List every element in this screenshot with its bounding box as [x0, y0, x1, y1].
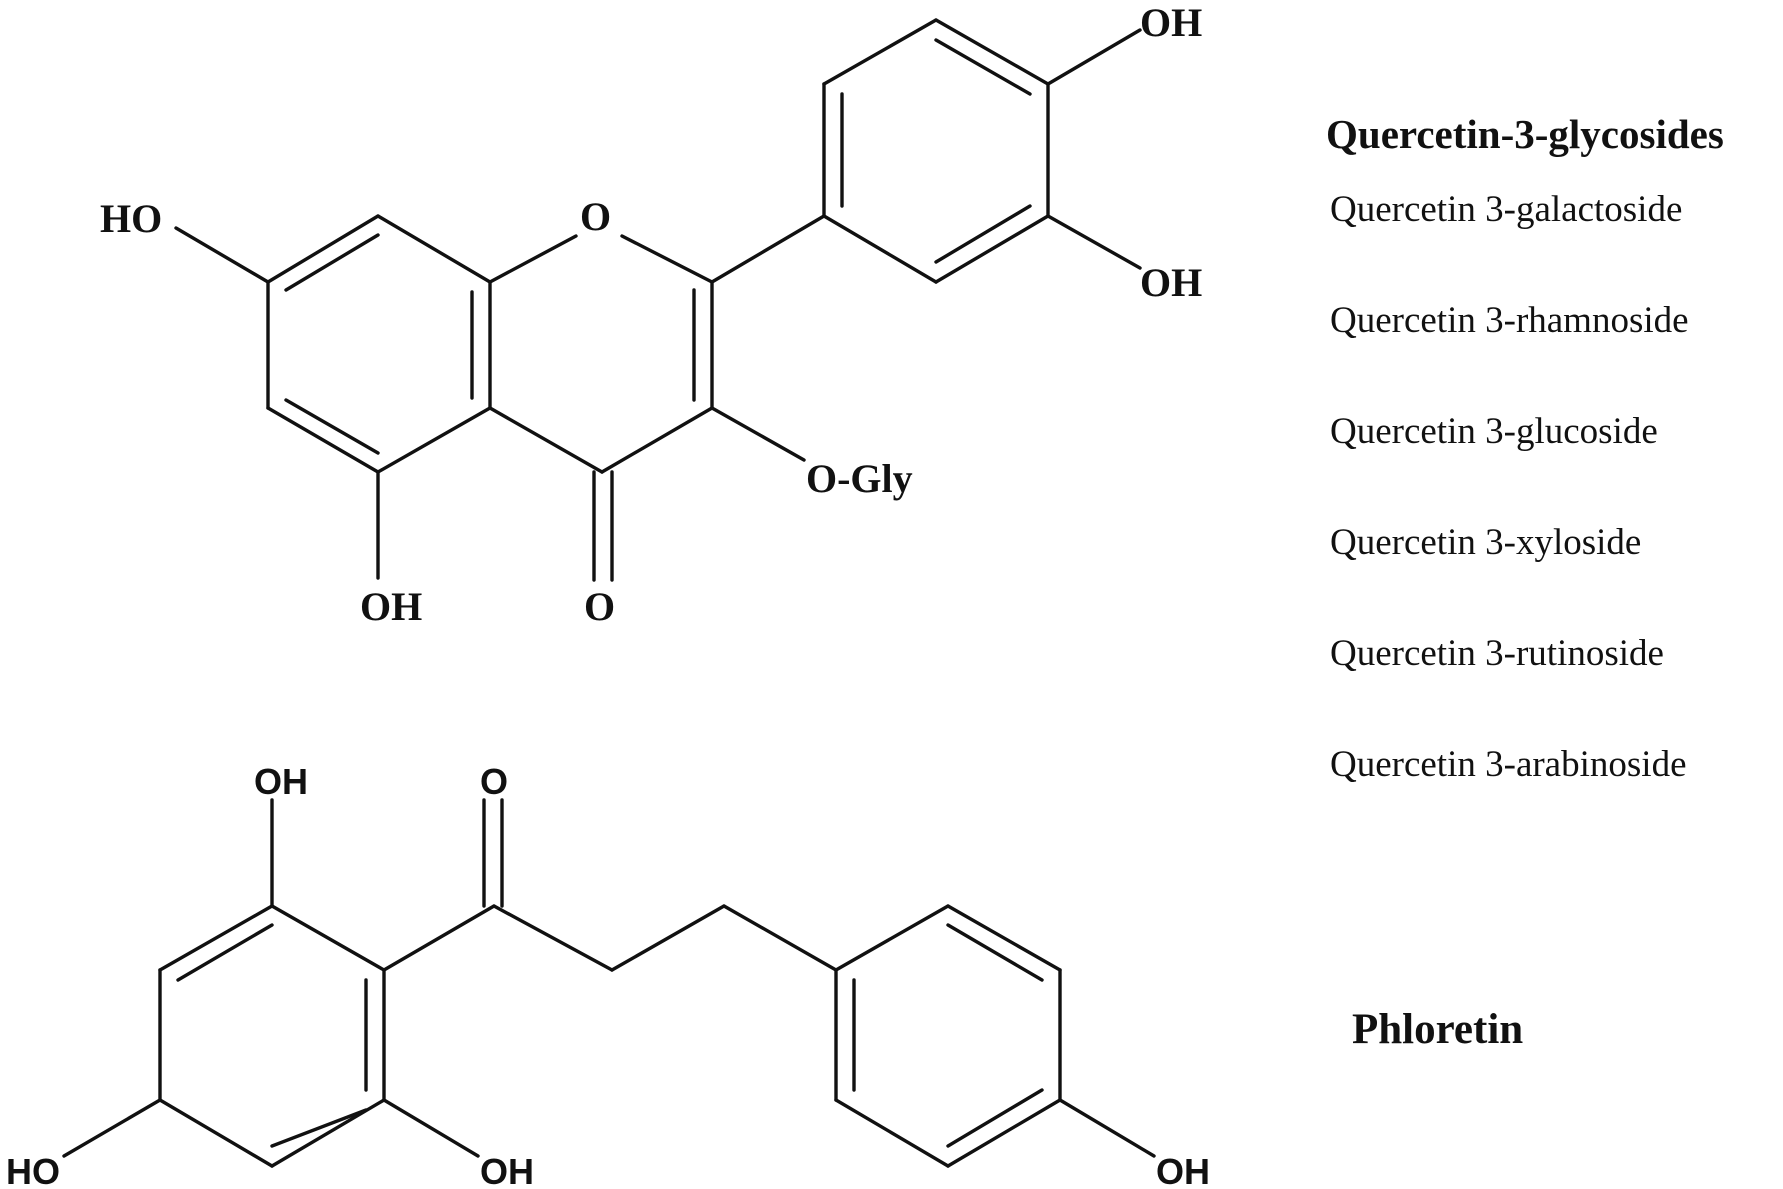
label-oh-3prime: OH — [1140, 260, 1202, 305]
glycoside-item: Quercetin 3-rhamnoside — [1330, 300, 1689, 341]
phloretin-structure: OH O HO OH OH — [6, 761, 1210, 1189]
phloretin-ring-right — [834, 904, 1062, 1168]
label-o-ring: O — [580, 194, 611, 239]
quercetin-ring-c — [488, 234, 714, 582]
label-oh-right: OH — [1156, 1151, 1210, 1189]
label-o-carbonyl: O — [480, 761, 508, 802]
bond-oh-3prime — [1046, 214, 1142, 270]
bond-ho-left — [62, 1098, 162, 1158]
phloretin-ring-left — [158, 904, 386, 1168]
bond-chain-3 — [722, 904, 838, 972]
glycoside-item: Quercetin 3-galactoside — [1330, 189, 1683, 230]
label-oh-4prime: OH — [1140, 0, 1202, 45]
label-ho-left: HO — [6, 1151, 60, 1189]
quercetin-glycosides-heading: Quercetin-3-glycosides — [1326, 111, 1724, 157]
phloretin-heading: Phloretin — [1352, 1006, 1524, 1053]
bond-oh-right — [1058, 1098, 1156, 1158]
quercetin-ring-b — [710, 18, 1050, 284]
glycoside-item: Quercetin 3-rutinoside — [1330, 633, 1664, 674]
bond-ho-7 — [174, 226, 270, 284]
bond-oh-4prime — [1046, 28, 1142, 86]
label-oh-bottom: OH — [480, 1151, 534, 1189]
glycoside-item: Quercetin 3-xyloside — [1330, 522, 1642, 563]
glycoside-item: Quercetin 3-glucoside — [1330, 411, 1658, 452]
glycoside-list: Quercetin 3-galactoside Quercetin 3-rham… — [1330, 188, 1689, 854]
label-oh-5: OH — [360, 584, 422, 629]
glycoside-item: Quercetin 3-arabinoside — [1330, 744, 1687, 785]
label-o-gly: O-Gly — [806, 456, 913, 501]
label-oh-top: OH — [254, 761, 308, 802]
quercetin-ring-a — [266, 214, 492, 474]
bond-chain-1 — [492, 904, 614, 972]
label-o-carbonyl: O — [584, 584, 615, 629]
bond-o-gly — [710, 406, 806, 462]
quercetin-structure: OH OH HO O O-Gly OH O — [100, 0, 1202, 629]
bond-ring-carbonyl — [382, 904, 496, 972]
bond-chain-2 — [610, 904, 726, 972]
label-ho-7: HO — [100, 196, 162, 241]
bond-oh-bottom — [382, 1098, 480, 1158]
